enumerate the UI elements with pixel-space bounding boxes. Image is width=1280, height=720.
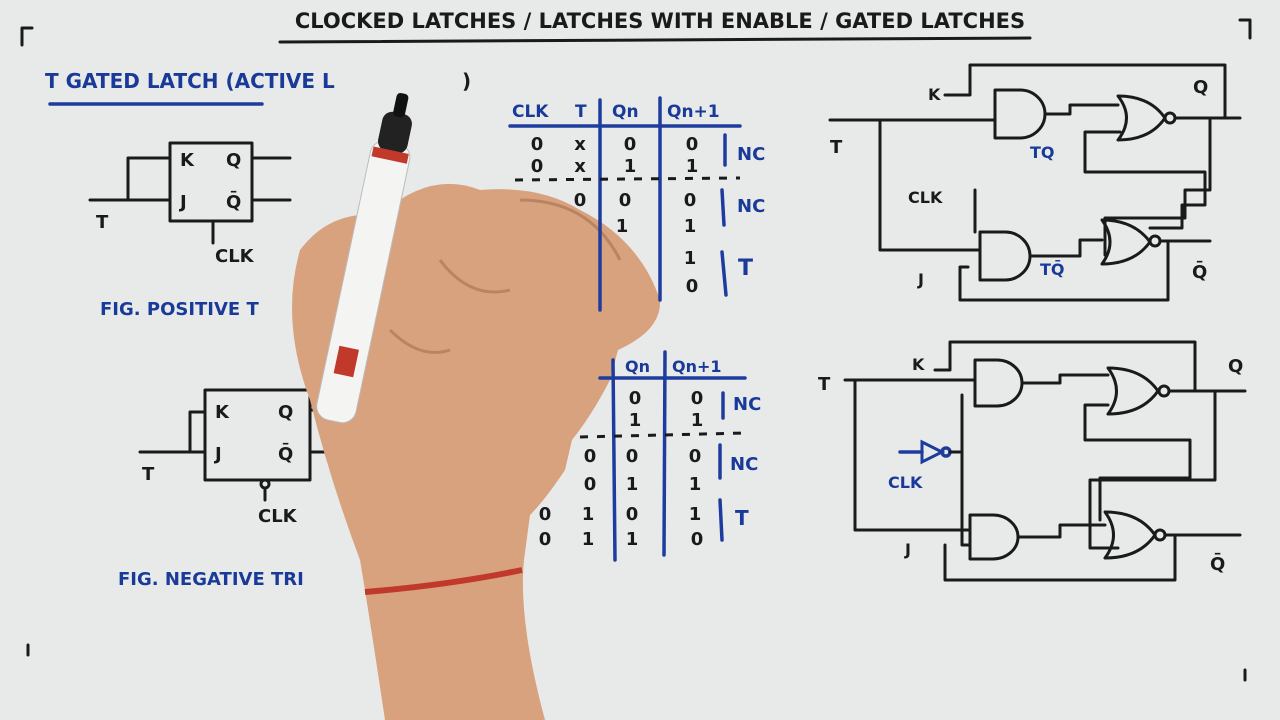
svg-text:T: T: [142, 464, 155, 485]
svg-text:0: 0: [574, 190, 587, 211]
svg-text:TQ: TQ: [1030, 143, 1055, 162]
svg-text:Q̄: Q̄: [1210, 553, 1225, 575]
svg-text:0: 0: [584, 474, 597, 495]
nor-gate-top-icon: [1106, 366, 1160, 416]
svg-text:1: 1: [616, 216, 629, 237]
corner-marks: [20, 18, 1252, 682]
svg-text:0: 0: [629, 388, 642, 409]
svg-text:T: T: [96, 212, 109, 233]
svg-text:K: K: [912, 355, 925, 374]
svg-text:NC: NC: [733, 394, 761, 415]
section-heading: T GATED LATCH (ACTIVE L: [45, 69, 335, 93]
svg-text:0: 0: [691, 529, 704, 550]
svg-text:CLK: CLK: [258, 506, 298, 527]
nor-gate-bottom-icon: [1103, 510, 1157, 560]
svg-text:0: 0: [531, 134, 544, 155]
wrist-band: [364, 567, 523, 595]
svg-text:0: 0: [539, 529, 552, 550]
svg-text:0: 0: [686, 276, 699, 297]
and-gate-bottom-icon: [978, 230, 1032, 282]
svg-text:T: T: [735, 506, 749, 530]
svg-text:K: K: [180, 150, 195, 171]
circuit-negative-t-latch: K T CLK J Q Q̄: [818, 340, 1247, 582]
svg-text:NC: NC: [730, 454, 758, 475]
t-latch-symbol-positive: K J Q Q̄ T CLK: [88, 141, 292, 267]
svg-text:0: 0: [686, 134, 699, 155]
svg-text:T: T: [575, 102, 587, 122]
svg-text:J: J: [917, 270, 924, 289]
and-gate-top-icon: [973, 358, 1024, 408]
svg-text:T: T: [818, 374, 831, 395]
figure-caption-negative: FIG. NEGATIVE TRI: [118, 569, 304, 590]
board-title: CLOCKED LATCHES / LATCHES WITH ENABLE / …: [295, 9, 1025, 33]
and-gate-top-icon: [993, 88, 1047, 140]
presenter-hand: [292, 92, 661, 720]
svg-text:x: x: [574, 156, 586, 177]
svg-text:J: J: [213, 444, 222, 465]
svg-text:Qn+1: Qn+1: [667, 102, 720, 122]
svg-text:0: 0: [584, 446, 597, 467]
svg-text:1: 1: [684, 216, 697, 237]
svg-text:1: 1: [684, 248, 697, 269]
svg-text:1: 1: [582, 529, 595, 550]
svg-text:1: 1: [626, 474, 639, 495]
svg-text:CLK: CLK: [215, 246, 255, 267]
svg-text:Qn: Qn: [612, 102, 639, 122]
svg-text:CLK: CLK: [908, 188, 943, 207]
svg-text:K: K: [928, 85, 941, 104]
and-gate-bottom-icon: [968, 513, 1020, 561]
svg-text:T: T: [738, 256, 753, 281]
svg-text:0: 0: [684, 190, 697, 211]
svg-text:Q̄: Q̄: [278, 443, 293, 465]
svg-text:1: 1: [686, 156, 699, 177]
heading-close: ): [462, 69, 471, 93]
svg-text:x: x: [574, 134, 586, 155]
svg-text:0: 0: [626, 446, 639, 467]
svg-text:0: 0: [531, 156, 544, 177]
figure-caption-positive: FIG. POSITIVE T: [100, 299, 259, 320]
svg-text:1: 1: [624, 156, 637, 177]
nor-gate-top-icon: [1116, 94, 1167, 142]
nor-gate-bottom-icon: [1100, 218, 1152, 266]
svg-text:Qn+1: Qn+1: [672, 357, 722, 376]
svg-text:0: 0: [691, 388, 704, 409]
title-underline: [278, 36, 1032, 44]
svg-text:0: 0: [689, 446, 702, 467]
svg-text:NC: NC: [737, 144, 765, 165]
svg-text:J: J: [178, 192, 187, 213]
svg-text:Q̄: Q̄: [1192, 261, 1207, 283]
circuit-positive-t-latch: K T CLK J TQ TQ̄ Q Q̄: [828, 63, 1242, 302]
svg-text:Q: Q: [278, 402, 293, 423]
svg-text:CLK: CLK: [888, 473, 923, 492]
svg-text:K: K: [215, 402, 230, 423]
svg-text:1: 1: [626, 529, 639, 550]
svg-text:NC: NC: [737, 196, 765, 217]
svg-text:0: 0: [626, 504, 639, 525]
svg-text:T: T: [830, 137, 843, 158]
svg-text:1: 1: [689, 474, 702, 495]
svg-text:CLK: CLK: [512, 102, 549, 122]
svg-text:Q: Q: [1193, 77, 1208, 98]
svg-text:Q: Q: [1228, 356, 1243, 377]
svg-text:0: 0: [539, 504, 552, 525]
svg-text:J: J: [904, 540, 911, 559]
svg-text:1: 1: [689, 504, 702, 525]
svg-text:1: 1: [582, 504, 595, 525]
svg-text:1: 1: [629, 410, 642, 431]
marker-pen-icon: [316, 92, 412, 424]
svg-text:0: 0: [624, 134, 637, 155]
svg-text:Q̄: Q̄: [226, 191, 241, 213]
svg-text:Qn: Qn: [625, 357, 650, 376]
svg-text:TQ̄: TQ̄: [1040, 259, 1065, 279]
svg-text:1: 1: [691, 410, 704, 431]
svg-text:Q: Q: [226, 150, 241, 171]
svg-text:0: 0: [619, 190, 632, 211]
t-latch-symbol-negative: K J Q Q̄ T CLK: [138, 388, 332, 527]
